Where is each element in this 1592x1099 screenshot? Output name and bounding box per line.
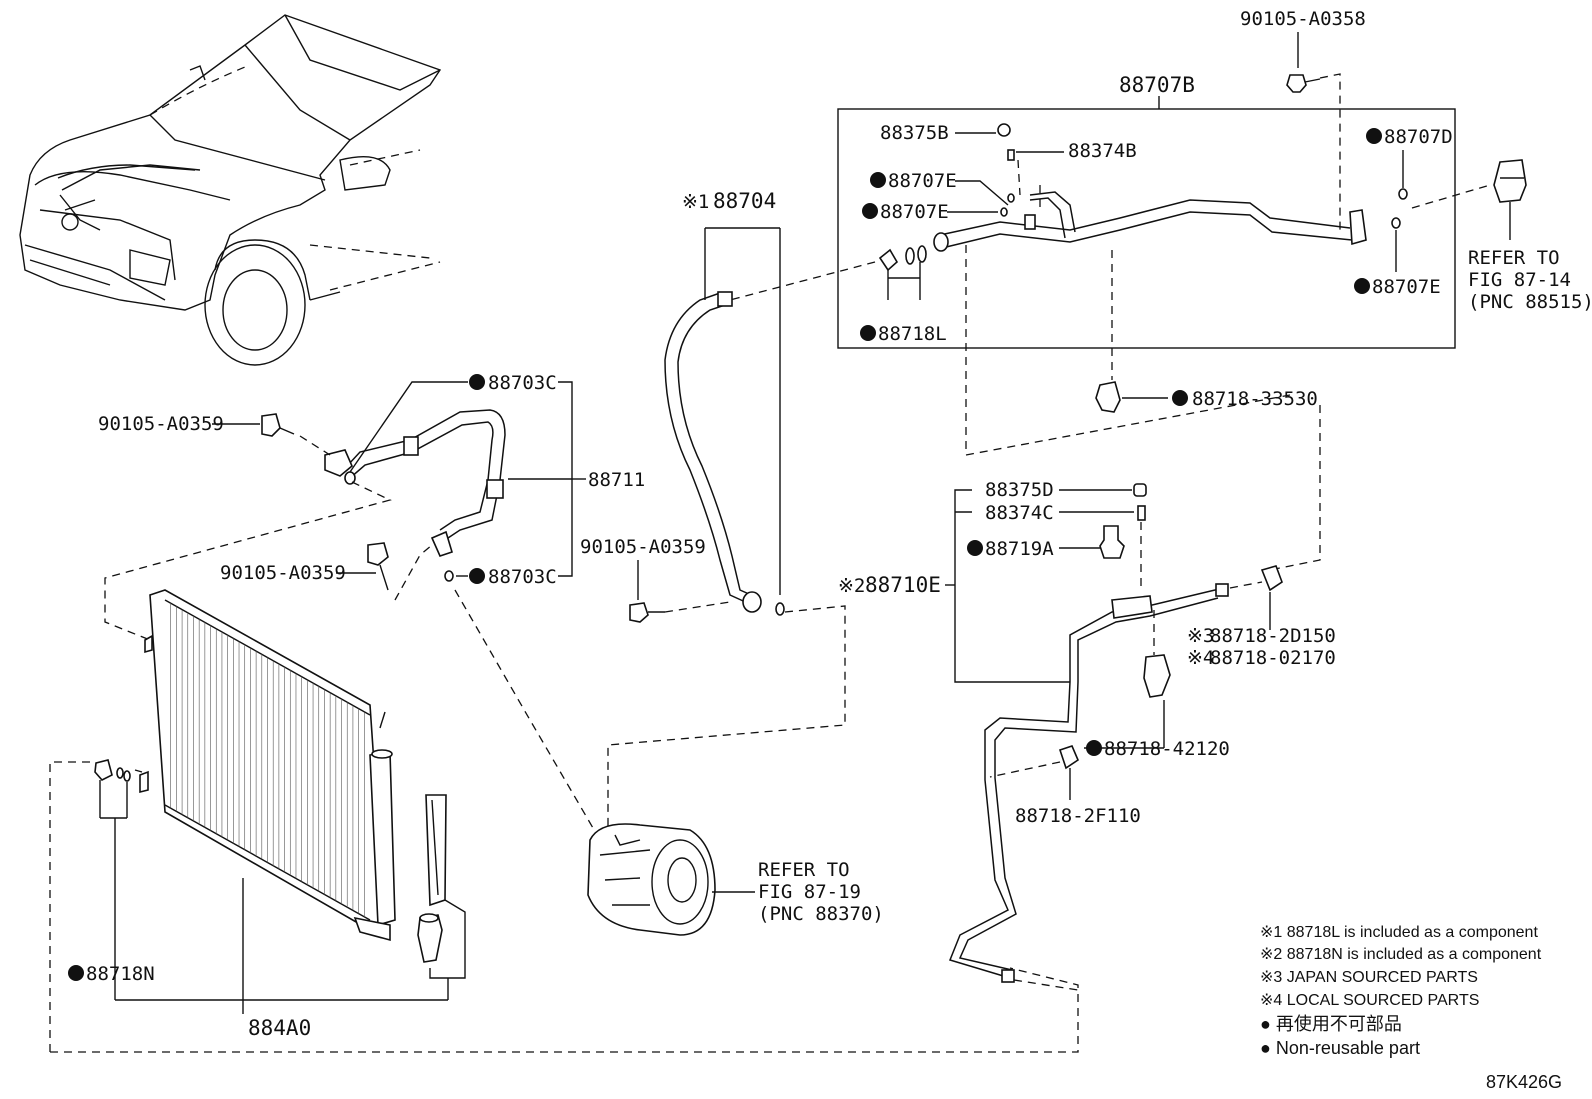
expansion-valve-ref: REFER TO FIG 87-14 (PNC 88515) [1468, 159, 1592, 313]
tube-88707b-drawing [878, 123, 1491, 272]
note-1: ※1 88718L is included as a component [1260, 924, 1538, 941]
note-4: ※4 LOCAL SOURCED PARTS [1260, 992, 1479, 1009]
label-90105-a0359-left-mid: 90105-A0359 [220, 562, 346, 584]
label-88710e: 88710E [865, 573, 941, 597]
label-88718-2f110: 88718-2F110 [1015, 805, 1141, 827]
refer-expansion-line2: FIG 87-14 [1468, 269, 1571, 291]
clamp-88718-33530: 88718-33530 [1095, 381, 1321, 571]
refer-compressor-line2: FIG 87-19 [758, 881, 861, 903]
label-88718-42120: 88718-42120 [1104, 738, 1230, 760]
label-88718-02170: 88718-02170 [1210, 647, 1336, 669]
refer-expansion-line1: REFER TO [1468, 247, 1560, 269]
label-88711: 88711 [588, 469, 645, 491]
refer-expansion-line3: (PNC 88515) [1468, 291, 1592, 313]
hose-88704: ※1 88704 [664, 189, 785, 616]
label-90105-a0358: 90105-A0358 [1240, 8, 1366, 30]
vehicle-illustration [19, 14, 442, 366]
label-88718-2d150: 88718-2D150 [1210, 625, 1336, 647]
condenser-884a0 [139, 589, 396, 1000]
label-88707e-2: 88707E [880, 201, 949, 223]
label-88704: 88704 [713, 189, 776, 213]
notes-legend: ※1 88718L is included as a component ※2 … [1260, 924, 1542, 1058]
diagram-code: 87K426G [1486, 1072, 1562, 1092]
bolt-90105-a0359-left-mid: 90105-A0359 [220, 542, 433, 601]
label-88707b: 88707B [1119, 73, 1195, 97]
label-88718n: 88718N [86, 963, 155, 985]
label-88703c-bottom: 88703C [488, 566, 557, 588]
compressor-ref: REFER TO FIG 87-19 (PNC 88370) [587, 823, 884, 936]
label-88374c: 88374C [985, 502, 1054, 524]
discharge-hose-88711: 88703C 88711 88703C [324, 372, 645, 841]
condenser-fins [170, 603, 365, 917]
label-884a0: 884A0 [248, 1016, 311, 1040]
label-88375d: 88375D [985, 479, 1054, 501]
mark-88718-2d150: ※3 [1187, 625, 1214, 647]
clamp-88718n: 88718N [49, 759, 155, 1052]
bolt-90105-a0358: 90105-A0358 [1240, 8, 1366, 230]
note-6: ● Non-reusable part [1260, 1038, 1420, 1058]
refer-compressor-line3: (PNC 88370) [758, 903, 884, 925]
drier-filter [417, 794, 466, 1000]
bolt-90105-a0359-left-top: 90105-A0359 [98, 413, 392, 641]
mark-88718-02170: ※4 [1187, 647, 1214, 669]
label-88718-33530: 88718-33530 [1192, 388, 1318, 410]
label-88718l: 88718L [878, 323, 947, 345]
label-88707d: 88707D [1384, 126, 1453, 148]
label-88703c-top: 88703C [488, 372, 557, 394]
label-88375b: 88375B [880, 122, 949, 144]
label-88707e-right: 88707E [1372, 276, 1441, 298]
label-88719a: 88719A [985, 538, 1054, 560]
refer-compressor-line1: REFER TO [758, 859, 850, 881]
label-88707e-1: 88707E [888, 170, 957, 192]
label-88374b: 88374B [1068, 140, 1137, 162]
tube-assembly-88707b-box [837, 96, 1456, 349]
bolt-90105-a0359-mid: 90105-A0359 [580, 536, 731, 623]
mark-88710e: ※2 [838, 575, 865, 597]
label-90105-a0359-left-top: 90105-A0359 [98, 413, 224, 435]
note-3: ※3 JAPAN SOURCED PARTS [1260, 969, 1478, 986]
tube-88710e: ※2 88710E 88375D 88374C 88719A 88718-421… [838, 479, 1336, 991]
note-2: ※2 88718N is included as a component [1260, 946, 1542, 963]
label-90105-a0359-mid: 90105-A0359 [580, 536, 706, 558]
note-5: ● 再使用不可部品 [1260, 1014, 1402, 1034]
mark-88704: ※1 [682, 191, 709, 213]
